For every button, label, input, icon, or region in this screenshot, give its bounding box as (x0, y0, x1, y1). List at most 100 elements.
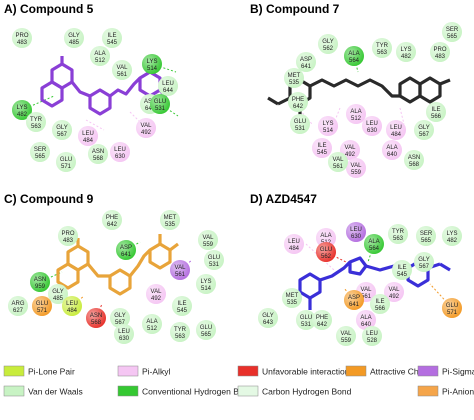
residue-highlight (110, 142, 130, 162)
residue-number: 644 (163, 88, 174, 94)
residue-number: 514 (323, 128, 334, 134)
residue-number: 630 (367, 128, 378, 134)
residue-number: 482 (17, 112, 28, 118)
residue-highlight (12, 28, 32, 48)
residue-name: VAL (117, 65, 129, 71)
residue-name: GLY (56, 125, 68, 131)
legend-label: Pi-Lone Pair (28, 367, 75, 377)
residue-name: ASN (408, 155, 420, 161)
residue-number: 531 (155, 106, 166, 112)
residue-name: PRO (433, 47, 446, 53)
residue-highlight (116, 240, 136, 260)
residue-name: ALA (348, 51, 359, 57)
residue-highlight (30, 142, 50, 162)
residue-name: GLU (154, 99, 166, 105)
residue-group-a: PRO483GLY485ILE545ALA512VAL561LYS514LEU6… (12, 28, 178, 172)
residue-name: ALA (146, 319, 157, 325)
residue-highlight (316, 228, 336, 248)
residue-number: 561 (333, 164, 344, 170)
residue-highlight (362, 116, 382, 136)
residue-highlight (48, 284, 68, 304)
residue-highlight (78, 126, 98, 146)
panel-azd4547: D) AZD4547 LEU484ALA512LEU630ALA564TYR56… (250, 192, 462, 346)
legend-label: Pi-Alkyl (142, 367, 170, 377)
residue-number: 641 (145, 106, 156, 112)
residue-highlight (430, 42, 450, 62)
residue-name: VAL (361, 287, 373, 293)
residue-name: LEU (350, 227, 362, 233)
residue-name: ARG (11, 301, 24, 307)
residue-number: 641 (301, 64, 312, 70)
residue-number: 559 (341, 338, 352, 344)
residue-highlight (90, 46, 110, 66)
residue-name: LEU (66, 301, 78, 307)
residue-highlight (88, 144, 108, 164)
residue-number: 642 (107, 222, 118, 228)
residue-highlight (290, 114, 310, 134)
residue-highlight (62, 296, 82, 316)
residue-highlight (392, 260, 412, 280)
residue-name: GLY (262, 313, 274, 319)
residue-name: ASP (300, 57, 312, 63)
residue-number: 483 (435, 54, 446, 60)
residue-highlight (426, 102, 446, 122)
residue-highlight (288, 92, 308, 112)
residue-name: ASN (92, 149, 104, 155)
residue-number: 566 (431, 114, 442, 120)
residue-name: VAL (345, 145, 357, 151)
residue-number: 563 (393, 236, 404, 242)
residue-highlight (356, 310, 376, 330)
residue-number: 512 (351, 116, 362, 122)
residue-highlight (198, 230, 218, 250)
legend-item-pi-alkyl: Pi-Alkyl (117, 365, 170, 377)
residue-name: GLU (300, 315, 312, 321)
residue-highlight (312, 310, 332, 330)
residue-number: 630 (351, 234, 362, 240)
residue-number: 512 (95, 58, 106, 64)
residue-number: 959 (35, 284, 46, 290)
residue-highlight (296, 310, 316, 330)
residue-name: PHE (292, 97, 304, 103)
residue-number: 484 (67, 308, 78, 314)
residue-number: 535 (289, 80, 300, 86)
residue-highlight (64, 28, 84, 48)
residue-name: GLU (446, 303, 458, 309)
residue-highlight (416, 226, 436, 246)
residue-group-c: PHE642MET535PRO483ASP641VAL559GLU531VAL5… (8, 210, 224, 344)
residue-number: 492 (345, 152, 356, 158)
residue-number: 567 (419, 264, 430, 270)
legend-swatch (345, 365, 367, 377)
residue-highlight (414, 252, 434, 272)
residue-name: LEU (118, 329, 130, 335)
residue-name: GLY (418, 257, 430, 263)
residue-highlight (170, 260, 190, 280)
residue-highlight (296, 52, 316, 72)
residue-name: PHE (316, 315, 328, 321)
residue-number: 640 (387, 152, 398, 158)
residue-highlight (12, 100, 32, 120)
residue-number: 571 (447, 310, 458, 316)
residue-name: GLY (68, 33, 80, 39)
residue-number: 564 (369, 246, 380, 252)
residue-name: LEU (366, 331, 378, 337)
